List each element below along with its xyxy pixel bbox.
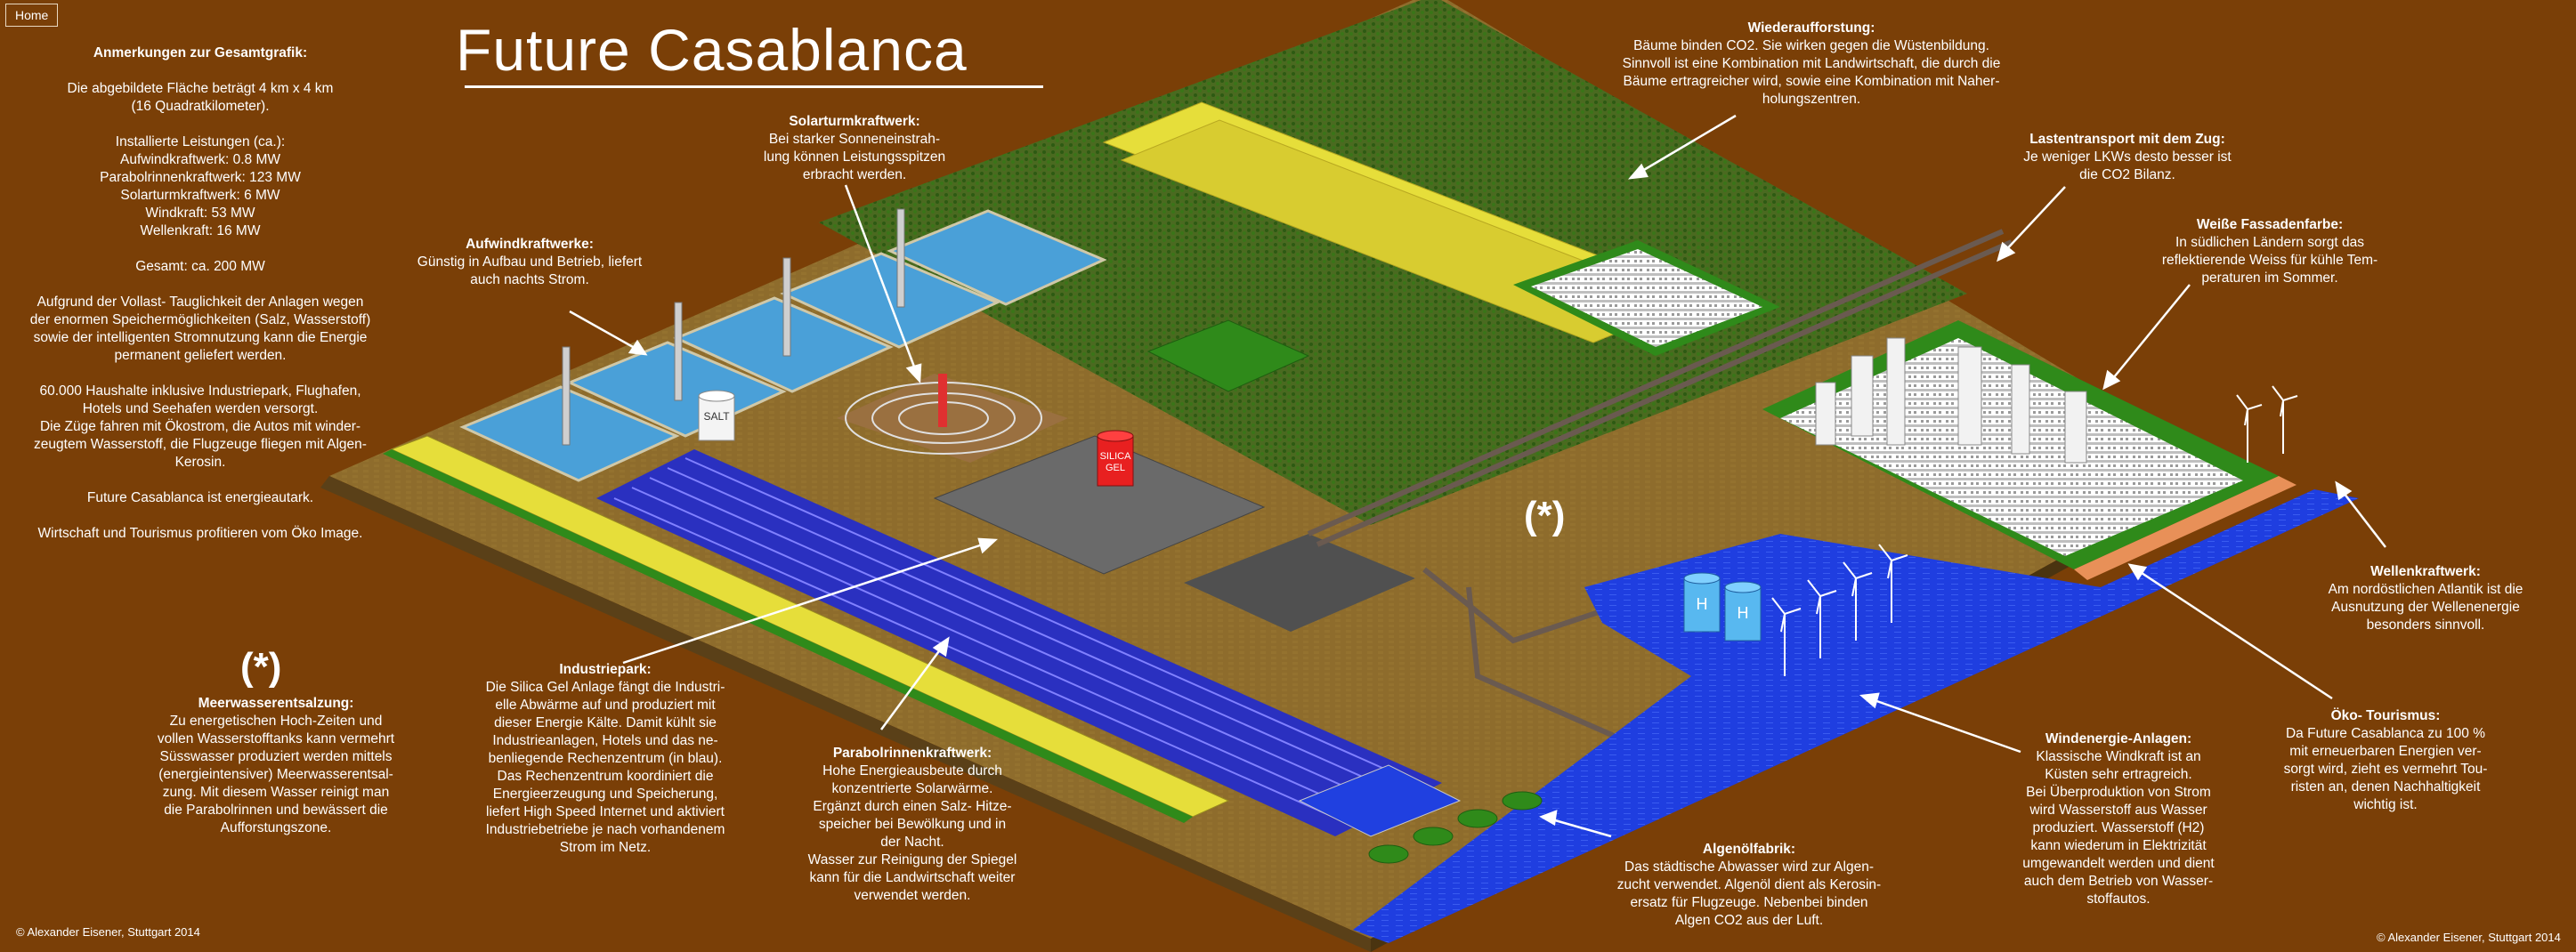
city-towers: [1815, 337, 2087, 464]
harbor-water: [1353, 489, 2359, 943]
note-solarturm-body: Bei starker Sonneneinstrah- lung können …: [763, 132, 946, 182]
wind-turbines: [1771, 385, 2298, 676]
overview-note-total: Gesamt: ca. 200 MW: [135, 259, 265, 274]
crop-fields-left: [390, 435, 1230, 818]
note-fassade: Weiße Fassadenfarbe: In südlichen Länder…: [2136, 216, 2403, 287]
home-button[interactable]: Home: [5, 4, 59, 27]
city-north-buildings: [1531, 249, 1762, 347]
note-parabol-body: Hohe Energieausbeute durch konzentrierte…: [807, 763, 1017, 903]
note-wiederaufforstung: Wiederaufforstung: Bäume binden CO2. Sie…: [1602, 20, 2021, 109]
salt-tank-label: SALT: [703, 410, 730, 423]
note-fassade-heading: Weiße Fassadenfarbe:: [2196, 217, 2344, 232]
note-wiederaufforstung-heading: Wiederaufforstung:: [1747, 20, 1875, 36]
overview-note-economy: Wirtschaft und Tourismus profitieren vom…: [37, 526, 363, 541]
note-wellen-body: Am nordöstlichen Atlantik ist die Ausnut…: [2328, 582, 2523, 633]
overview-notes-heading: Anmerkungen zur Gesamtgrafik:: [93, 45, 308, 61]
note-solarturm-heading: Solarturmkraftwerk:: [789, 114, 920, 129]
note-industrie: Industriepark: Die Silica Gel Anlage fän…: [463, 661, 748, 857]
note-meerwasser: Meerwasserentsalzung: Zu energetischen H…: [134, 695, 418, 837]
silica-tank-text-line: GEL: [1106, 463, 1125, 473]
hydrogen-tank-label-1: H: [1697, 595, 1708, 613]
note-wellen: Wellenkraftwerk: Am nordöstlichen Atlant…: [2297, 563, 2555, 634]
note-lastentransport-body: Je weniger LKWs desto besser ist die CO2…: [2023, 149, 2232, 182]
pier-water-pools: [1298, 764, 1462, 837]
note-wiederaufforstung-body: Bäume binden CO2. Sie wirken gegen die W…: [1622, 38, 2001, 107]
scene-asterisk-marker: (*): [1524, 494, 1566, 537]
copyright-right: © Alexander Eisener, Stuttgart 2014: [2377, 931, 2561, 944]
overview-note-storage: Aufgrund der Vollast- Tauglichkeit der A…: [29, 294, 371, 363]
note-industrie-body: Die Silica Gel Anlage fängt die Industri…: [485, 680, 725, 855]
rail-lines: [1307, 229, 2013, 741]
beach: [2074, 476, 2297, 580]
note-fassade-body: In südlichen Ländern sorgt das reflektie…: [2161, 235, 2378, 286]
note-tourismus: Öko- Tourismus: Da Future Casablanca zu …: [2261, 707, 2510, 814]
silica-tank-text-line: SILICA: [1100, 451, 1132, 462]
note-aufwind-heading: Aufwindkraftwerke:: [466, 237, 594, 252]
copyright-left: © Alexander Eisener, Stuttgart 2014: [16, 925, 200, 939]
note-algen: Algenölfabrik: Das städtische Abwasser w…: [1602, 841, 1896, 930]
parabolic-trough-field: [596, 449, 1442, 836]
note-lastentransport-heading: Lastentransport mit dem Zug:: [2029, 132, 2225, 147]
note-algen-heading: Algenölfabrik:: [1702, 842, 1796, 857]
page-title: Future Casablanca: [456, 17, 968, 83]
rail-yard: [1184, 534, 1415, 632]
note-lastentransport: Lastentransport mit dem Zug: Je weniger …: [1994, 131, 2261, 184]
algae-ponds: [1368, 791, 1543, 864]
note-meerwasser-heading: Meerwasserentsalzung:: [198, 696, 354, 711]
note-algen-body: Das städtische Abwasser wird zur Algen- …: [1616, 859, 1882, 928]
green-hedge-left: [383, 449, 1193, 823]
overview-note-households: 60.000 Haushalte inklusive Industriepark…: [34, 383, 367, 470]
overview-notes: Anmerkungen zur Gesamtgrafik: Die abgebi…: [27, 44, 374, 561]
salt-tank: [698, 390, 735, 441]
hydrogen-tank-label-2: H: [1738, 604, 1749, 622]
annotation-arrows: [569, 114, 2386, 838]
terrain-edge-left: [320, 476, 1371, 952]
title-underline: [465, 85, 1043, 88]
updraft-towers: [562, 208, 905, 446]
overview-note-area: Die abgebildete Fläche beträgt 4 km x 4 …: [67, 81, 334, 114]
overview-note-autarky: Future Casablanca ist energieautark.: [86, 490, 314, 505]
note-solarturm: Solarturmkraftwerk: Bei starker Sonnenei…: [730, 113, 979, 184]
silica-gel-tank: [1097, 430, 1134, 487]
industrial-park: [933, 435, 1266, 575]
note-tourismus-heading: Öko- Tourismus:: [2330, 708, 2441, 723]
overview-note-capacity: Installierte Leistungen (ca.): Aufwindkr…: [100, 134, 301, 238]
hydrogen-tanks: [1683, 572, 1762, 641]
solar-tower-plant: [837, 374, 1068, 463]
note-parabol: Parabolrinnenkraftwerk: Hohe Energieausb…: [783, 745, 1041, 905]
note-aufwind: Aufwindkraftwerke: Günstig in Aufbau und…: [374, 236, 685, 289]
desalination-symbol: (*): [240, 645, 282, 689]
note-windenergie: Windenergie-Anlagen: Klassische Windkraf…: [1994, 730, 2243, 908]
central-park: [1146, 319, 1310, 392]
note-windenergie-body: Klassische Windkraft ist an Küsten sehr …: [2022, 749, 2215, 907]
note-wellen-heading: Wellenkraftwerk:: [2370, 564, 2481, 579]
note-meerwasser-body: Zu energetischen Hoch-Zeiten und vollen …: [157, 714, 395, 835]
note-tourismus-body: Da Future Casablanca zu 100 % mit erneue…: [2283, 726, 2488, 812]
note-parabol-heading: Parabolrinnenkraftwerk:: [832, 746, 992, 761]
note-aufwind-body: Günstig in Aufbau und Betrieb, liefert a…: [417, 254, 643, 287]
note-industrie-heading: Industriepark:: [559, 662, 652, 677]
note-windenergie-heading: Windenergie-Anlagen:: [2045, 731, 2192, 746]
